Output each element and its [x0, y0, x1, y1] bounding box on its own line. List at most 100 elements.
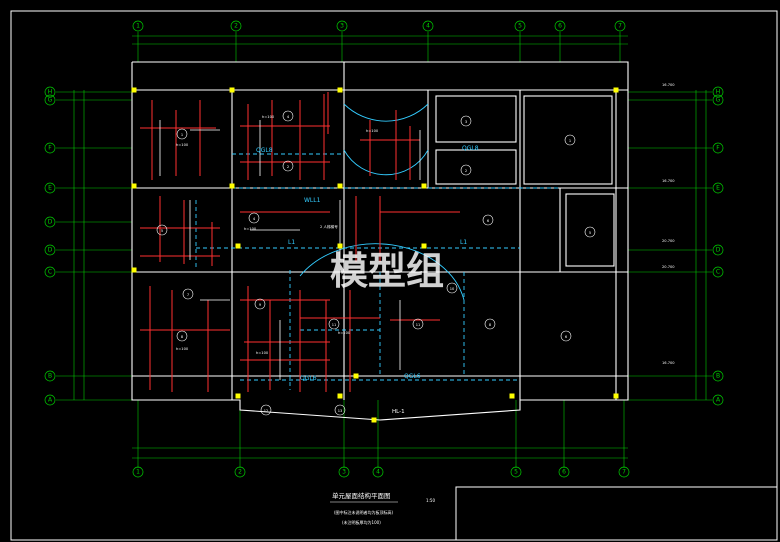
elevation-marks: 16.700 16.700 20.700 20.700 16.700: [662, 83, 675, 365]
room-marker: 11: [412, 318, 424, 330]
room-number: 2: [465, 169, 467, 173]
drawing-frame: [10, 10, 778, 541]
grid-label: E: [48, 185, 52, 192]
grid-bubble: 4: [422, 20, 434, 32]
grid-label: G: [48, 97, 53, 104]
columns: [131, 87, 619, 423]
room-number: 2: [287, 165, 289, 169]
column: [337, 183, 343, 189]
grid-label: 1: [136, 469, 140, 476]
beams: [195, 153, 560, 390]
column: [337, 243, 343, 249]
grid-label: 3: [342, 469, 346, 476]
beam-label: WLL1: [304, 197, 321, 204]
grid-bubble: D: [44, 244, 56, 256]
grid-label: C: [716, 269, 720, 276]
room-marker: 4: [248, 212, 260, 224]
grid-bubble: E: [44, 182, 56, 194]
column: [131, 267, 137, 273]
beam-label: HL-1: [392, 409, 405, 415]
curved-beam-lower: [299, 243, 465, 301]
grid-bubble: B: [44, 370, 56, 382]
grid-bubble: 2: [234, 466, 246, 478]
grid-label: 6: [562, 469, 566, 476]
room-marker: 2: [282, 160, 294, 172]
grid-label: 1: [136, 23, 140, 30]
room-number: 8: [181, 335, 184, 339]
rebars: [140, 92, 460, 392]
grid-bubble: A: [44, 394, 56, 406]
drawing-title: 单元屋面结构平面图: [332, 491, 391, 500]
grid-label: 5: [518, 23, 522, 30]
beam-label: QGL6: [404, 373, 421, 380]
grid-label: B: [48, 373, 52, 380]
grid-bubble: 5: [510, 466, 522, 478]
room-marker: 1: [564, 134, 576, 146]
room-marker: 2: [460, 164, 472, 176]
grid-label: B: [716, 373, 720, 380]
svg-text:16.700: 16.700: [662, 83, 675, 87]
svg-text:20.700: 20.700: [662, 265, 675, 269]
grid-label: A: [716, 397, 721, 404]
grid-bubble: B: [712, 370, 724, 382]
room-marker: 8: [176, 330, 188, 342]
room-number: 1: [181, 133, 183, 137]
room-marker: 5: [584, 226, 596, 238]
column: [421, 243, 427, 249]
grid-bubble: E: [712, 182, 724, 194]
column: [353, 373, 359, 379]
room-number: 4: [253, 217, 256, 221]
curved-beam-upper: [343, 149, 429, 176]
room-number: 3: [465, 120, 467, 124]
grid-label: 5: [514, 469, 518, 476]
grid-label: 4: [426, 23, 430, 30]
grid-label: F: [48, 145, 52, 152]
grid-label: H: [716, 89, 721, 96]
svg-text:h=100: h=100: [262, 115, 275, 119]
beam-label: QGL8: [462, 145, 479, 152]
grid-label: 7: [622, 469, 626, 476]
grid-label: 6: [558, 23, 562, 30]
room-number: 6: [565, 335, 568, 339]
room-marker: 13: [334, 404, 346, 416]
room-number: 5: [589, 231, 591, 235]
note-line: (未注明板厚均为100): [342, 519, 381, 525]
scale-label: 1:50: [426, 498, 435, 503]
svg-text:h=100: h=100: [176, 143, 189, 147]
grid-label: 2: [238, 469, 242, 476]
beam-label: QGL8: [256, 147, 273, 154]
column: [337, 393, 343, 399]
room-marker: 8: [484, 318, 496, 330]
grid-label: F: [716, 145, 720, 152]
column: [235, 393, 241, 399]
grid-bubble: 2: [230, 20, 242, 32]
grid-bubble: D: [712, 244, 724, 256]
room-marker: 6: [560, 330, 572, 342]
column: [131, 87, 137, 93]
room-marker: 10: [446, 282, 458, 294]
column: [229, 183, 235, 189]
column: [235, 243, 241, 249]
grid-label: 7: [618, 23, 622, 30]
room-marker: 7: [182, 288, 194, 300]
grid-bubble: H: [712, 86, 724, 98]
grid-bubble: 7: [614, 20, 626, 32]
svg-text:h=100: h=100: [176, 347, 189, 351]
grid-label: D: [716, 247, 721, 254]
room-number: 11: [416, 323, 421, 327]
svg-text:h=100: h=100: [256, 351, 269, 355]
svg-text:h=100: h=100: [244, 227, 257, 231]
grid-bubble: 6: [554, 20, 566, 32]
grid-bubble: 1: [132, 466, 144, 478]
column: [131, 183, 137, 189]
grid-label: 3: [340, 23, 344, 30]
beam-label-group: QGL8 QGL8 QGL6 QGL6 WLL1 L1 L1 HL-1 2 人梯…: [256, 145, 479, 415]
grid-label: A: [48, 397, 53, 404]
slab-notes: h=100 h=100 h=100 h=100 h=100 h=100 h=10…: [176, 115, 379, 355]
grid-bubble: C: [712, 266, 724, 278]
grid-label: G: [716, 97, 721, 104]
room-number: 13: [338, 409, 343, 413]
